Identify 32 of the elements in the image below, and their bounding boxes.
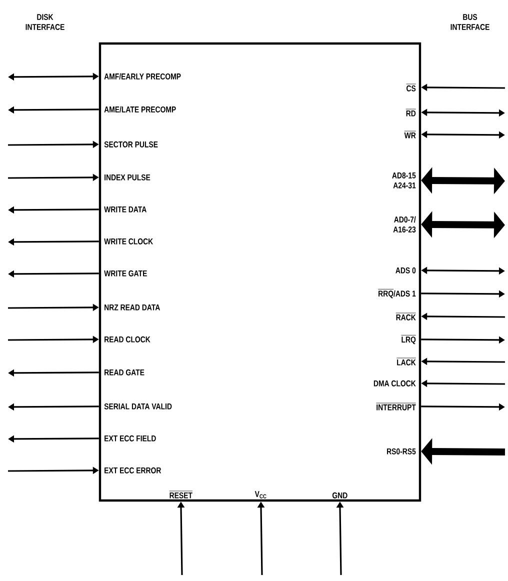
pin-label: AMF/EARLY PRECOMP [104, 73, 181, 80]
pin-label: AD8-15 A24-31 [392, 172, 416, 188]
pin-label: RRQ/ADS 1 [378, 289, 416, 298]
pin-label: WR [404, 130, 416, 138]
chip-box [98, 42, 422, 502]
pin-label: GND [332, 492, 348, 498]
pin-label: EXT ECC FIELD [104, 435, 156, 442]
pin-label: LACK [396, 358, 416, 366]
pin-label: CS [406, 84, 416, 92]
pin-label: AD0-7/ A16-23 [393, 216, 416, 232]
pin-label: INTERRUPT [376, 402, 416, 410]
pin-label: RACK [396, 312, 416, 320]
pin-label: SECTOR PULSE [104, 141, 158, 148]
pin-label: EXT ECC ERROR [104, 467, 162, 474]
pin-label: V$_{CC}$ [254, 491, 266, 498]
pin-label: RS0-RS5 [387, 448, 416, 454]
pin-label: SERIAL DATA VALID [104, 403, 172, 410]
interface-heading: DISK INTERFACE [26, 14, 64, 30]
pin-label: ADS 0 [396, 267, 416, 274]
pin-label: WRITE DATA [104, 206, 146, 212]
pin-label: READ GATE [104, 369, 144, 376]
pin-label: WRITE GATE [104, 270, 147, 276]
pin-label: INDEX PULSE [104, 174, 150, 180]
pin-label: AME/LATE PRECOMP [104, 106, 176, 113]
interface-heading: BUS INTERFACE [450, 14, 490, 30]
pin-label: LRQ [401, 335, 416, 344]
pin-label: NRZ READ DATA [104, 304, 160, 310]
pin-label: DMA CLOCK [374, 380, 416, 386]
pin-label: WRITE CLOCK [104, 238, 154, 244]
pin-label: RESET [169, 490, 193, 498]
pin-label: RD [406, 108, 416, 116]
pin-label: READ CLOCK [104, 336, 150, 342]
